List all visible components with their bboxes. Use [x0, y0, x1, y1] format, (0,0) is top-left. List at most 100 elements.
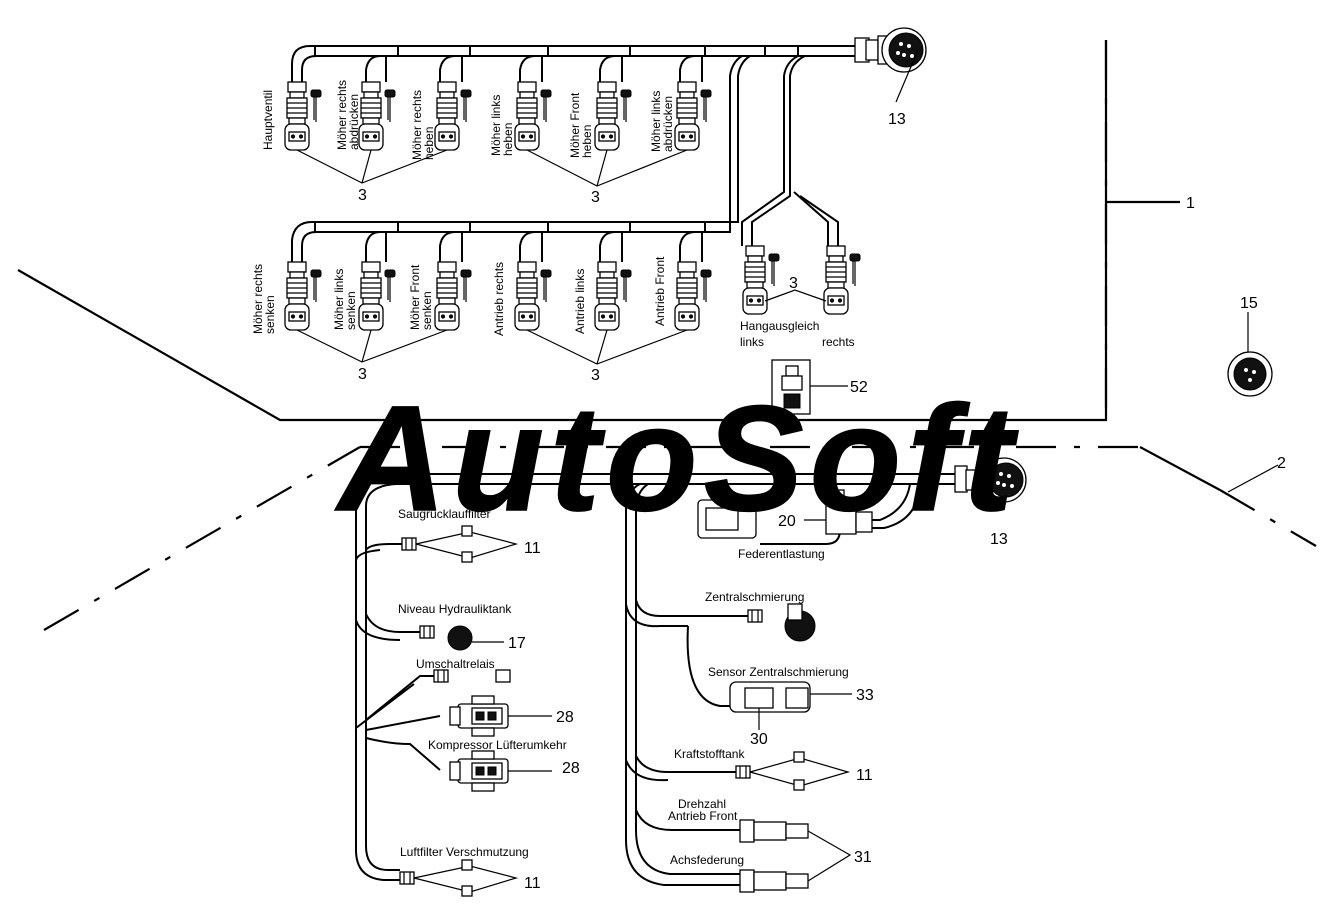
svg-text:Möher linksabdrücken: Möher linksabdrücken	[649, 91, 675, 152]
svg-text:Möher linksheben: Möher linksheben	[489, 95, 515, 156]
valve-label-text: senken	[420, 291, 434, 330]
label-kraftstofftank: Kraftstofftank	[674, 747, 745, 761]
label-links: links	[740, 335, 764, 349]
label-umschaltrelais: Umschaltrelais	[416, 657, 495, 671]
text-labels: Hangausgleich links rechts Saugrücklauff…	[398, 319, 855, 867]
valve-label-text: senken	[344, 291, 358, 330]
relay-leaders	[433, 669, 552, 772]
svg-text:Möher rechtsabdrücken: Möher rechtsabdrücken	[335, 80, 361, 150]
valve-antrieb-links	[594, 261, 632, 331]
valve-moeher-rechts-abdruecken	[358, 81, 396, 151]
valve-antrieb-front	[674, 261, 712, 331]
label-drehzahl: Drehzahl	[678, 797, 726, 811]
svg-text:Hauptventil: Hauptventil	[261, 90, 275, 150]
label-rechts: rechts	[822, 335, 855, 349]
connectors-31	[739, 819, 852, 893]
main-plug-top	[865, 27, 927, 73]
svg-text:Möher rechtssenken: Möher rechtssenken	[251, 264, 277, 334]
valve-moeher-links-senken	[358, 261, 396, 331]
label-zentralschmierung: Zentralschmierung	[705, 590, 804, 604]
part-20	[697, 489, 873, 539]
callout-33: 33	[856, 687, 874, 704]
callout-31: 31	[854, 849, 872, 866]
lower-harness	[355, 465, 968, 886]
top-valve-labels: Hauptventil Möher rechtsabdrücken Möher …	[261, 80, 675, 160]
valve-hauptventil	[284, 81, 322, 151]
callout-3: 3	[591, 367, 600, 384]
callout-11: 11	[524, 875, 541, 892]
callout-3: 3	[789, 275, 798, 292]
valve-moeher-links-heben	[514, 81, 552, 151]
valve-label-text: abdrücken	[347, 94, 361, 150]
label-sensor-zentral: Sensor Zentralschmierung	[708, 665, 849, 679]
valve-antrieb-rechts	[514, 261, 552, 331]
callout-3: 3	[358, 187, 367, 204]
label-kompressor: Kompressor Lüfterumkehr	[428, 738, 567, 752]
valve-label-text: Antrieb links	[573, 269, 587, 334]
valve-moeher-links-abdruecken	[674, 81, 712, 151]
label-achsfederung: Achsfederung	[670, 853, 744, 867]
connector-zentral	[747, 603, 816, 642]
callout-2: 2	[1277, 455, 1286, 472]
svg-text:Möher rechtsheben: Möher rechtsheben	[410, 90, 436, 160]
svg-text:Antrieb links: Antrieb links	[573, 269, 587, 334]
label-hangausgleich: Hangausgleich	[740, 319, 819, 333]
relay-28-top	[449, 695, 509, 737]
valve-label-text: Möher links	[489, 95, 503, 156]
callout-13-bottom: 13	[990, 531, 1008, 548]
relay-28-bottom	[449, 750, 509, 792]
valve-label-text: heben	[422, 127, 436, 160]
watermark: AutoSoft	[334, 374, 1019, 542]
valve-moeher-front-senken	[434, 261, 472, 331]
valve-leaders	[296, 49, 919, 365]
upper-harness	[291, 37, 870, 262]
svg-text:Antrieb Front: Antrieb Front	[653, 256, 667, 326]
svg-text:Möher linkssenken: Möher linkssenken	[332, 269, 358, 330]
callout-52: 52	[850, 379, 868, 396]
valve-label-text: Möher rechts	[410, 90, 424, 160]
valve-hang-links	[742, 245, 780, 315]
part-15	[1227, 312, 1273, 397]
sensor-17	[419, 625, 504, 651]
svg-text:Antrieb rechts: Antrieb rechts	[492, 262, 506, 336]
valve-moeher-front-heben	[594, 81, 632, 151]
valve-label-text: Hauptventil	[261, 90, 275, 150]
valve-label-text: abdrücken	[661, 96, 675, 152]
callout-28: 28	[562, 760, 580, 777]
callout-13-top: 13	[888, 111, 906, 128]
filter-leaders	[399, 525, 851, 897]
callout-11: 11	[856, 767, 873, 784]
callout-15: 15	[1240, 295, 1258, 312]
valve-label-text: Möher Front	[408, 264, 422, 330]
valve-label-text: heben	[501, 123, 515, 156]
label-federentlastung: Federentlastung	[738, 547, 825, 561]
label-niveau: Niveau Hydrauliktank	[398, 602, 512, 616]
valve-label-text: Antrieb rechts	[492, 262, 506, 336]
label-antrieb-front: Antrieb Front	[668, 809, 738, 823]
callout-3: 3	[358, 366, 367, 383]
callout-30: 30	[750, 731, 768, 748]
svg-text:Möher Frontsenken: Möher Frontsenken	[408, 264, 434, 330]
callout-11: 11	[524, 540, 541, 557]
label-saugruecklauffilter: Saugrücklauffilter	[398, 507, 491, 521]
valve-label-text: Möher rechts	[335, 80, 349, 150]
bottom-valve-labels: Möher rechtssenken Möher linkssenken Möh…	[251, 256, 667, 336]
valve-moeher-rechts-heben	[434, 81, 472, 151]
label-luftfilter: Luftfilter Verschmutzung	[400, 845, 529, 859]
valve-hang-rechts	[823, 245, 861, 315]
valve-label-text: Möher rechts	[251, 264, 265, 334]
valve-label-text: senken	[263, 295, 277, 334]
valve-moeher-rechts-senken	[284, 261, 322, 331]
valve-label-text: Möher Front	[568, 92, 582, 158]
svg-text:Möher Frontheben: Möher Frontheben	[568, 92, 594, 158]
callout-1: 1	[1186, 195, 1195, 212]
valve-label-text: heben	[580, 125, 594, 158]
callout-3: 3	[591, 189, 600, 206]
valve-label-text: Möher links	[332, 269, 346, 330]
valve-label-text: Möher links	[649, 91, 663, 152]
relay-52	[771, 359, 848, 415]
connectors-30-33	[729, 681, 852, 730]
callout-20: 20	[778, 513, 796, 530]
frame-lines	[17, 40, 1317, 631]
